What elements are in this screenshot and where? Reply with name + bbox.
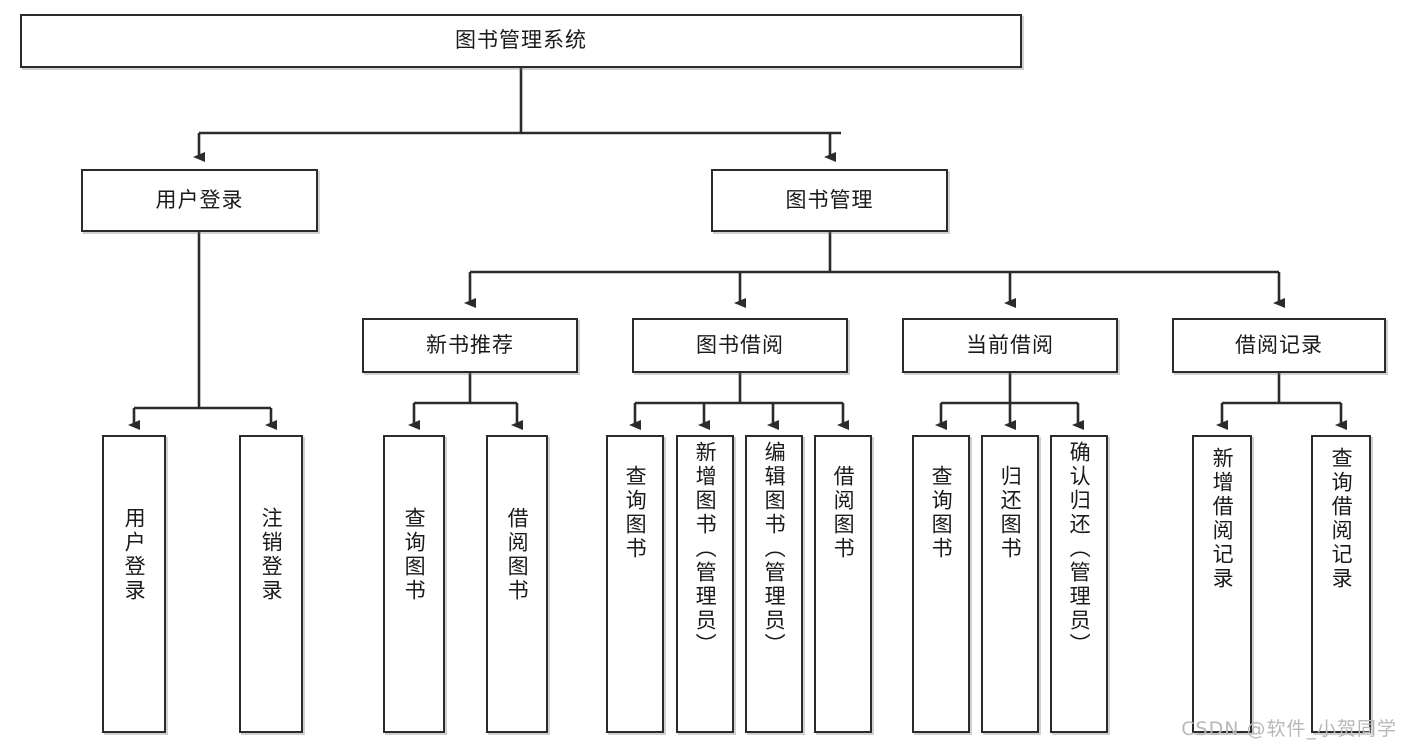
- node-leaf-query-book-2[interactable]: 查询图书: [606, 435, 664, 733]
- node-leaf-confirm-return-label: 确认归还（管理员）: [1067, 441, 1092, 657]
- node-leaf-query-book-1-label: 查询图书: [402, 507, 427, 603]
- node-leaf-add-record[interactable]: 新增借阅记录: [1192, 435, 1252, 733]
- node-leaf-borrow-book-1[interactable]: 借阅图书: [486, 435, 548, 733]
- node-leaf-return-book-label: 归还图书: [998, 465, 1023, 561]
- node-leaf-confirm-return[interactable]: 确认归还（管理员）: [1050, 435, 1108, 733]
- node-new-book-rec[interactable]: 新书推荐: [362, 318, 578, 373]
- node-leaf-logout[interactable]: 注销登录: [239, 435, 303, 733]
- node-root[interactable]: 图书管理系统: [20, 14, 1022, 68]
- node-leaf-query-book-3[interactable]: 查询图书: [912, 435, 970, 733]
- node-leaf-query-book-1[interactable]: 查询图书: [383, 435, 445, 733]
- node-leaf-borrow-book-2[interactable]: 借阅图书: [814, 435, 872, 733]
- node-leaf-borrow-book-1-label: 借阅图书: [505, 507, 530, 603]
- node-new-book-rec-label: 新书推荐: [426, 332, 514, 357]
- node-leaf-query-book-3-label: 查询图书: [929, 465, 954, 561]
- node-book-manage[interactable]: 图书管理: [711, 169, 948, 232]
- node-leaf-edit-book[interactable]: 编辑图书（管理员）: [745, 435, 803, 733]
- node-leaf-add-book-label: 新增图书（管理员）: [693, 441, 718, 657]
- node-book-borrow-label: 图书借阅: [696, 332, 784, 357]
- node-leaf-query-record[interactable]: 查询借阅记录: [1311, 435, 1371, 733]
- node-root-label: 图书管理系统: [455, 28, 587, 53]
- node-leaf-user-login[interactable]: 用户登录: [102, 435, 166, 733]
- node-book-manage-label: 图书管理: [785, 187, 874, 212]
- node-borrow-record-label: 借阅记录: [1235, 332, 1323, 357]
- node-leaf-user-login-label: 用户登录: [122, 507, 147, 603]
- node-leaf-add-book[interactable]: 新增图书（管理员）: [676, 435, 734, 733]
- node-leaf-edit-book-label: 编辑图书（管理员）: [762, 441, 787, 657]
- node-book-borrow[interactable]: 图书借阅: [632, 318, 848, 373]
- node-leaf-borrow-book-2-label: 借阅图书: [831, 465, 856, 561]
- watermark: CSDN @软件_小贺同学: [1181, 718, 1397, 740]
- node-leaf-query-record-label: 查询借阅记录: [1329, 447, 1354, 591]
- node-leaf-logout-label: 注销登录: [259, 507, 284, 603]
- node-leaf-return-book[interactable]: 归还图书: [981, 435, 1039, 733]
- node-current-borrow-label: 当前借阅: [966, 332, 1054, 357]
- node-current-borrow[interactable]: 当前借阅: [902, 318, 1118, 373]
- node-leaf-query-book-2-label: 查询图书: [623, 465, 648, 561]
- node-user-login[interactable]: 用户登录: [81, 169, 318, 232]
- node-borrow-record[interactable]: 借阅记录: [1172, 318, 1386, 373]
- node-leaf-add-record-label: 新增借阅记录: [1210, 447, 1235, 591]
- node-user-login-label: 用户登录: [155, 187, 244, 212]
